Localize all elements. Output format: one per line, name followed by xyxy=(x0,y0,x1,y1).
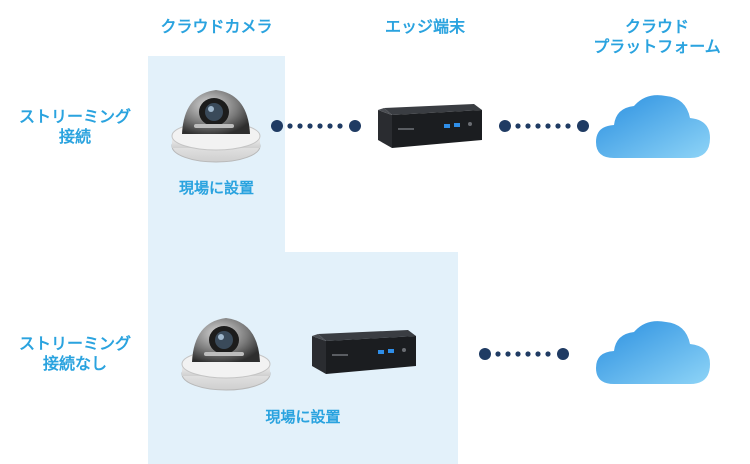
place-label-row2: 現場に設置 xyxy=(265,408,341,426)
header-cloud-platform: クラウド プラットフォーム xyxy=(572,17,742,57)
connector-camera-to-edge xyxy=(270,119,362,133)
row-label-streaming: ストリーミング 接続 xyxy=(10,107,140,147)
header-cloud-platform-line2: プラットフォーム xyxy=(593,37,721,56)
connector-edge-to-cloud xyxy=(498,119,590,133)
row-label-no-streaming-line1: ストリーミング xyxy=(18,334,131,353)
row-label-streaming-line1: ストリーミング xyxy=(18,107,131,126)
header-cloud-camera: クラウドカメラ xyxy=(160,17,273,36)
mini-pc-icon xyxy=(308,326,420,378)
row-label-streaming-line2: 接続 xyxy=(58,127,91,146)
dome-camera-icon xyxy=(178,312,274,394)
cloud-icon xyxy=(594,318,712,386)
header-edge-device: エッジ端末 xyxy=(384,17,465,36)
dome-camera-icon xyxy=(168,84,264,166)
header-cloud-platform-line1: クラウド xyxy=(624,17,689,36)
place-label-row1: 現場に設置 xyxy=(178,179,254,197)
cloud-icon xyxy=(594,92,712,160)
row-label-no-streaming: ストリーミング 接続なし xyxy=(10,334,140,374)
connector-edge-to-cloud-row2 xyxy=(478,347,570,361)
row-label-no-streaming-line2: 接続なし xyxy=(42,354,107,373)
mini-pc-icon xyxy=(374,100,486,152)
